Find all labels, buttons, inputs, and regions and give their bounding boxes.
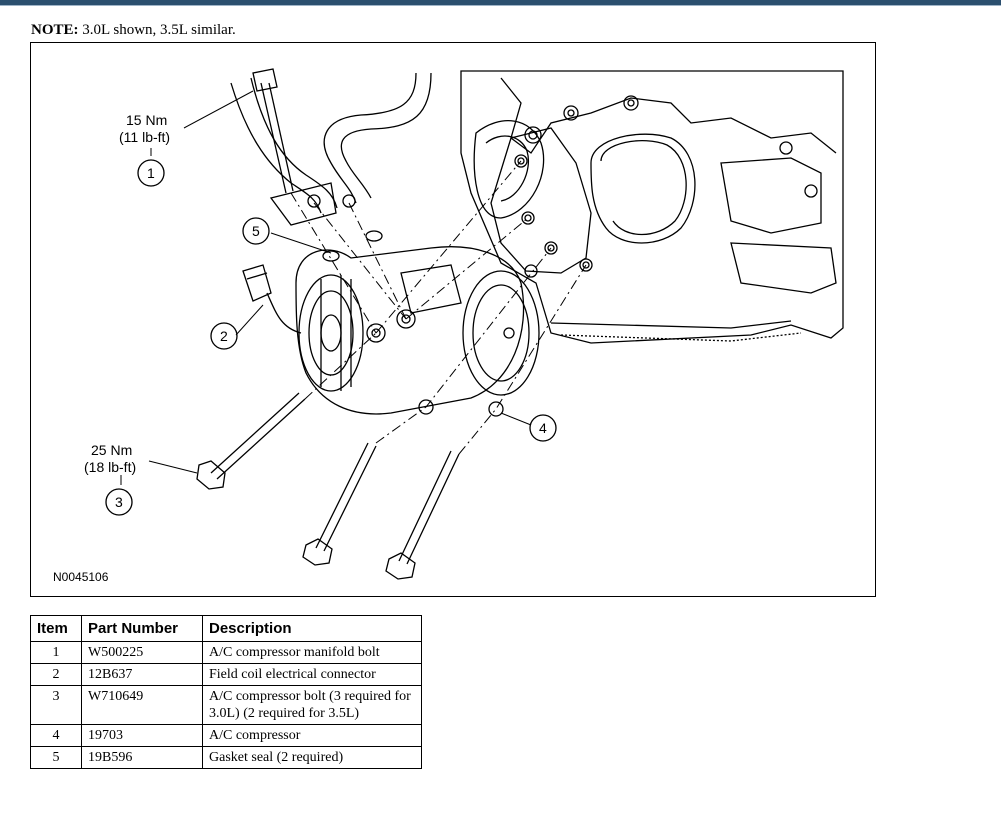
callout-number-2: 2 [220,328,228,344]
engine-block [460,70,844,344]
callout-number-4: 4 [539,420,547,436]
cell-item: 4 [30,724,82,747]
ac-compressor [295,246,540,417]
note-label: NOTE: [31,22,79,38]
cell-item: 2 [30,663,82,686]
refrigerant-lines [230,72,432,226]
cell-part-number: 19703 [81,724,203,747]
compressor-illustration: 15 Nm (11 lb-ft) 1 2 25 Nm (18 lb-ft) 3 … [53,68,844,584]
header-part-number: Part Number [81,615,203,642]
cell-description: Field coil electrical connector [202,663,422,686]
header-bar [0,0,1001,6]
torque-nm-3: 25 Nm [91,442,132,458]
figure-id: N0045106 [53,570,109,584]
leader-lines [120,90,532,485]
compressor-bracket [490,127,592,274]
alignment-lines [290,160,587,455]
cell-description: A/C compressor [202,724,422,747]
cell-item: 1 [30,641,82,664]
table-row: 1 W500225 A/C compressor manifold bolt [30,641,422,664]
cell-description: A/C compressor manifold bolt [202,641,422,664]
table-row: 2 12B637 Field coil electrical connector [30,663,422,686]
table-row: 4 19703 A/C compressor [30,724,422,747]
torque-lbft-1: (11 lb-ft) [119,129,170,145]
note-text: 3.0L shown, 3.5L similar. [82,22,236,38]
gasket-seals [322,230,383,262]
table-row: 3 W710649 A/C compressor bolt (3 require… [30,685,422,725]
cell-part-number: 19B596 [81,746,203,769]
compressor-bolts [196,392,460,580]
note-line: NOTE: 3.0L shown, 3.5L similar. [31,22,236,39]
cell-description: Gasket seal (2 required) [202,746,422,769]
cell-item: 5 [30,746,82,769]
callout-circle-4 [529,414,557,442]
callout-circle-3 [105,488,133,516]
callout-number-1: 1 [147,165,155,181]
manifold-bolt [252,68,294,194]
parts-table: Item Part Number Description 1 W500225 A… [30,615,422,769]
table-header-row: Item Part Number Description [30,615,422,642]
callout-circle-5 [242,217,270,245]
field-coil-connector [242,264,302,334]
callout-number-5: 5 [252,223,260,239]
table-row: 5 19B596 Gasket seal (2 required) [30,746,422,769]
torque-nm-1: 15 Nm [126,112,167,128]
callout-circle-1 [137,159,165,187]
cell-item: 3 [30,685,82,725]
torque-lbft-3: (18 lb-ft) [84,459,136,475]
cell-part-number: W500225 [81,641,203,664]
callout-circle-2 [210,322,238,350]
cell-description: A/C compressor bolt (3 required for 3.0L… [202,685,422,725]
cell-part-number: 12B637 [81,663,203,686]
illustration-frame: 15 Nm (11 lb-ft) 1 2 25 Nm (18 lb-ft) 3 … [30,42,876,597]
header-description: Description [202,615,422,642]
cell-part-number: W710649 [81,685,203,725]
header-item: Item [30,615,82,642]
callout-number-3: 3 [115,494,123,510]
